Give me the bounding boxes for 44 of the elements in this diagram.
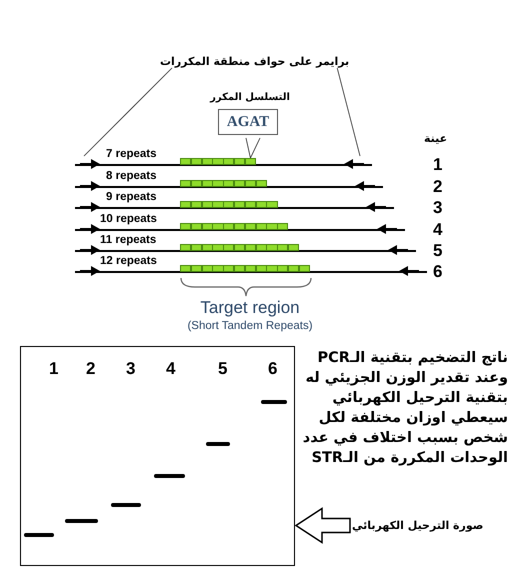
primer-icon xyxy=(80,178,100,188)
repeat-count-label: 9 repeats xyxy=(106,191,157,203)
leader-line xyxy=(336,68,360,156)
gel-image xyxy=(20,346,295,566)
region-title: Target region xyxy=(199,298,301,318)
primer-icon xyxy=(355,178,375,188)
region-subtitle: (Short Tandem Repeats) xyxy=(186,320,314,332)
arrow xyxy=(294,507,351,544)
repeat-count-label: 11 repeats xyxy=(100,234,156,246)
sample-number: 2 xyxy=(433,177,442,197)
primer-icon xyxy=(80,263,100,273)
repeat-count-label: 8 repeats xyxy=(106,170,157,182)
lane-number: 6 xyxy=(268,359,278,379)
sample-number: 3 xyxy=(433,198,442,218)
primer-caption: برايمر على حواف منطقة المكررات xyxy=(160,55,350,68)
sequence-heading: التسلسل المكرر xyxy=(208,92,291,103)
repeat-count-label: 10 repeats xyxy=(100,213,157,225)
lane-number: 4 xyxy=(166,359,176,379)
primer-icon xyxy=(80,156,100,166)
leader-line xyxy=(246,138,260,160)
sequence-box: AGAT xyxy=(218,109,278,135)
repeat-count-label: 7 repeats xyxy=(106,148,157,160)
explanation-text: ناتج التضخيم بتقنية الـPCR وعند تقدير الوزن الجزيئي له بتقنية الترحيل الكهربائي سيعطي اوزان مختلفة لكل شخص بسبب اختلاف في عدد الوحدات المكررة من الـSTR xyxy=(302,349,508,468)
leader-line xyxy=(84,68,172,156)
repeat-unit xyxy=(244,158,256,165)
primer-icon xyxy=(344,156,364,166)
sample-number: 5 xyxy=(433,241,442,261)
primer-icon xyxy=(80,242,100,252)
lane-number: 5 xyxy=(218,359,228,379)
primer-icon xyxy=(377,221,397,231)
repeat-count-label: 12 repeats xyxy=(100,255,157,267)
primer-icon xyxy=(366,199,386,209)
sample-heading: عينة xyxy=(424,132,448,145)
primer-icon xyxy=(399,263,419,273)
sample-number: 1 xyxy=(433,155,442,175)
primer-icon xyxy=(388,242,408,252)
gel-caption: صورة الترحيل الكهربائي xyxy=(352,519,484,532)
lane-number: 3 xyxy=(126,359,136,379)
lane-number: 1 xyxy=(49,359,58,379)
primer-icon xyxy=(80,221,100,231)
sample-number: 6 xyxy=(433,262,442,282)
lane-number: 2 xyxy=(86,359,96,379)
primer-icon xyxy=(80,199,100,209)
sample-number: 4 xyxy=(433,220,442,240)
